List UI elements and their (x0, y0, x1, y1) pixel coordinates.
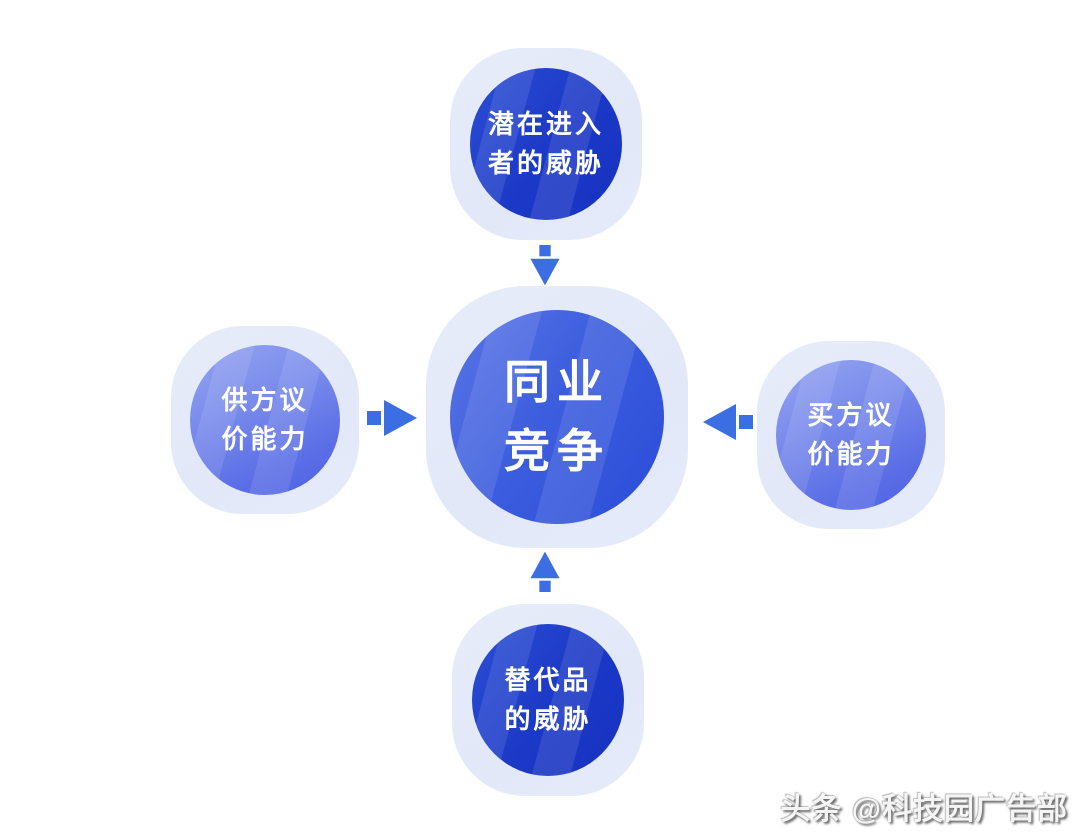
arrow-up-icon (524, 550, 566, 592)
node-label-line: 同业 (504, 356, 610, 408)
node-circle: 供方议 价能力 (190, 345, 340, 495)
node-label-line: 者的威胁 (487, 148, 604, 178)
node-buyer-bargaining-power: 买方议 价能力 (757, 341, 945, 529)
node-label-line: 买方议 (807, 400, 895, 430)
arrow-left-icon (701, 402, 753, 442)
node-circle: 替代品 的威胁 (472, 624, 624, 776)
node-label-line: 价能力 (221, 424, 309, 454)
node-supplier-bargaining-power: 供方议 价能力 (171, 326, 359, 514)
node-label-line: 供方议 (221, 385, 309, 415)
node-label-line: 的威胁 (504, 704, 592, 734)
node-label-line: 潜在进入 (487, 109, 604, 139)
node-industry-rivalry: 同业 竞争 (426, 286, 688, 548)
node-threat-of-new-entrants: 潜在进入 者的威胁 (450, 48, 642, 240)
node-threat-of-substitutes: 替代品 的威胁 (452, 604, 644, 796)
watermark-text: 头条 @科技园广告部 (780, 793, 1068, 826)
node-circle: 潜在进入 者的威胁 (470, 68, 622, 220)
node-label-line: 价能力 (807, 439, 895, 469)
node-circle: 买方议 价能力 (776, 360, 926, 510)
node-label-line: 替代品 (504, 665, 592, 695)
arrow-down-icon (524, 245, 566, 287)
node-circle: 同业 竞争 (450, 310, 664, 524)
arrow-right-icon (367, 398, 419, 438)
node-label-line: 竞争 (504, 425, 610, 477)
